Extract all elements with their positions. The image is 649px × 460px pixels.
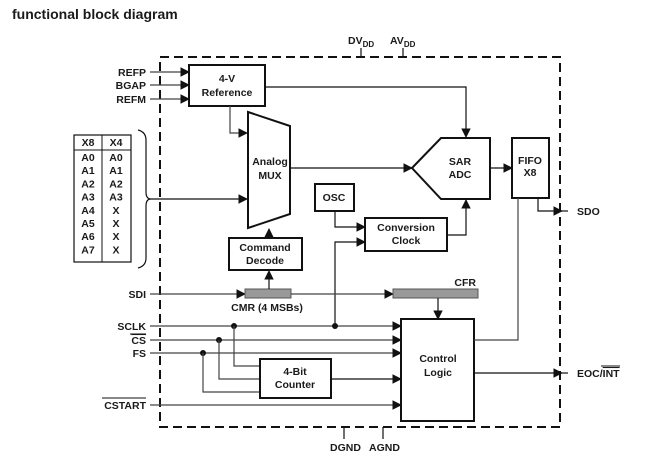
svg-text:REFP: REFP — [118, 67, 146, 79]
table-cell-x8: A2 — [81, 178, 95, 190]
cfr-label: CFR — [454, 277, 476, 289]
table-cell-x4: X — [112, 244, 119, 256]
chip-boundary — [159, 56, 561, 428]
svg-text:REFM: REFM — [116, 94, 146, 106]
input-cs: CS — [131, 335, 146, 347]
svg-text:BGAP: BGAP — [116, 80, 146, 92]
table-cell-x8: A7 — [81, 244, 95, 256]
svg-text:Clock: Clock — [392, 235, 421, 247]
svg-text:AGND: AGND — [369, 442, 400, 454]
table-cell-x8: A4 — [81, 205, 95, 217]
table-cell-x8: A6 — [81, 231, 95, 243]
wire-fifo-to-sdo — [537, 198, 563, 216]
diagram-title: functional block diagram — [12, 6, 178, 22]
wire-control-to-fifo — [474, 198, 519, 341]
svg-text:AVDD: AVDD — [390, 35, 416, 49]
svg-text:X8: X8 — [524, 167, 537, 179]
svg-text:X8: X8 — [82, 137, 95, 149]
svg-text:Logic: Logic — [424, 367, 452, 379]
power-pin-dgnd: DGND — [330, 427, 361, 454]
svg-text:DVDD: DVDD — [348, 35, 374, 49]
svg-text:ADC: ADC — [449, 169, 472, 181]
output-eoc-int: EOC/INT — [577, 368, 620, 380]
wire-sclk-to-counter — [233, 326, 260, 367]
svg-text:4-V: 4-V — [219, 73, 235, 85]
ref-input-refm: REFM — [116, 94, 190, 106]
counter-block: 4-Bit Counter — [259, 358, 332, 399]
power-pin-dvdd: DVDD — [348, 35, 374, 57]
cmr-register — [244, 288, 292, 299]
table-cell-x8: A0 — [81, 152, 95, 164]
svg-text:SAR: SAR — [449, 156, 472, 168]
svg-text:Analog: Analog — [252, 156, 288, 168]
svg-text:DGND: DGND — [330, 442, 361, 454]
wire-ref-to-mux — [229, 106, 248, 138]
output-sdo: SDO — [577, 206, 600, 218]
reference-block: 4-V Reference — [188, 64, 266, 107]
svg-text:Command: Command — [239, 242, 290, 254]
input-sclk: SCLK — [117, 321, 146, 333]
analog-mux: Analog MUX — [247, 110, 291, 230]
cmr-label: CMR (4 MSBs) — [231, 302, 303, 314]
power-pin-agnd: AGND — [369, 427, 400, 454]
svg-text:Reference: Reference — [202, 87, 253, 99]
table-cell-x4: A0 — [109, 152, 123, 164]
svg-text:Control: Control — [419, 353, 456, 365]
input-cstart: CSTART — [104, 400, 146, 412]
cfr-register — [392, 288, 479, 299]
power-pin-avdd: AVDD — [390, 35, 416, 57]
table-cell-x4: A3 — [109, 192, 123, 204]
ref-input-refp: REFP — [118, 67, 190, 79]
control-logic-block: Control Logic — [400, 318, 475, 422]
conversion-clock-block: Conversion Clock — [364, 217, 448, 252]
wire-ref-to-adc — [265, 86, 471, 138]
svg-text:X4: X4 — [110, 137, 123, 149]
input-sdi: SDI — [128, 289, 146, 301]
fifo-block: FIFO X8 — [511, 137, 550, 199]
table-cell-x4: X — [112, 205, 119, 217]
svg-text:Conversion: Conversion — [377, 222, 435, 234]
wire-sclk-to-clock — [334, 237, 366, 326]
ref-input-bgap: BGAP — [116, 80, 190, 92]
table-cell-x4: X — [112, 231, 119, 243]
sar-adc: SAR ADC — [410, 137, 491, 200]
wire-clock-to-adc — [447, 199, 471, 236]
wire-cs-to-counter — [218, 340, 260, 380]
osc-block: OSC — [314, 183, 355, 212]
table-cell-x4: X — [112, 218, 119, 230]
table-cell-x4: A1 — [109, 165, 123, 177]
svg-text:FIFO: FIFO — [518, 155, 542, 167]
svg-text:Counter: Counter — [275, 379, 315, 391]
svg-text:Decode: Decode — [246, 255, 284, 267]
svg-text:MUX: MUX — [258, 170, 281, 182]
svg-text:OSC: OSC — [323, 192, 346, 204]
wire-osc-to-clock — [334, 211, 366, 232]
input-fs: FS — [133, 348, 146, 360]
table-cell-x8: A1 — [81, 165, 95, 177]
wire-fs-to-counter — [202, 353, 260, 393]
table-cell-x8: A5 — [81, 218, 95, 230]
table-cell-x8: A3 — [81, 192, 95, 204]
svg-text:4-Bit: 4-Bit — [283, 366, 307, 378]
channel-brace — [137, 129, 152, 269]
command-decode-block: Command Decode — [228, 237, 303, 271]
junction-sclk-clock — [332, 323, 338, 329]
table-cell-x4: A2 — [109, 178, 123, 190]
